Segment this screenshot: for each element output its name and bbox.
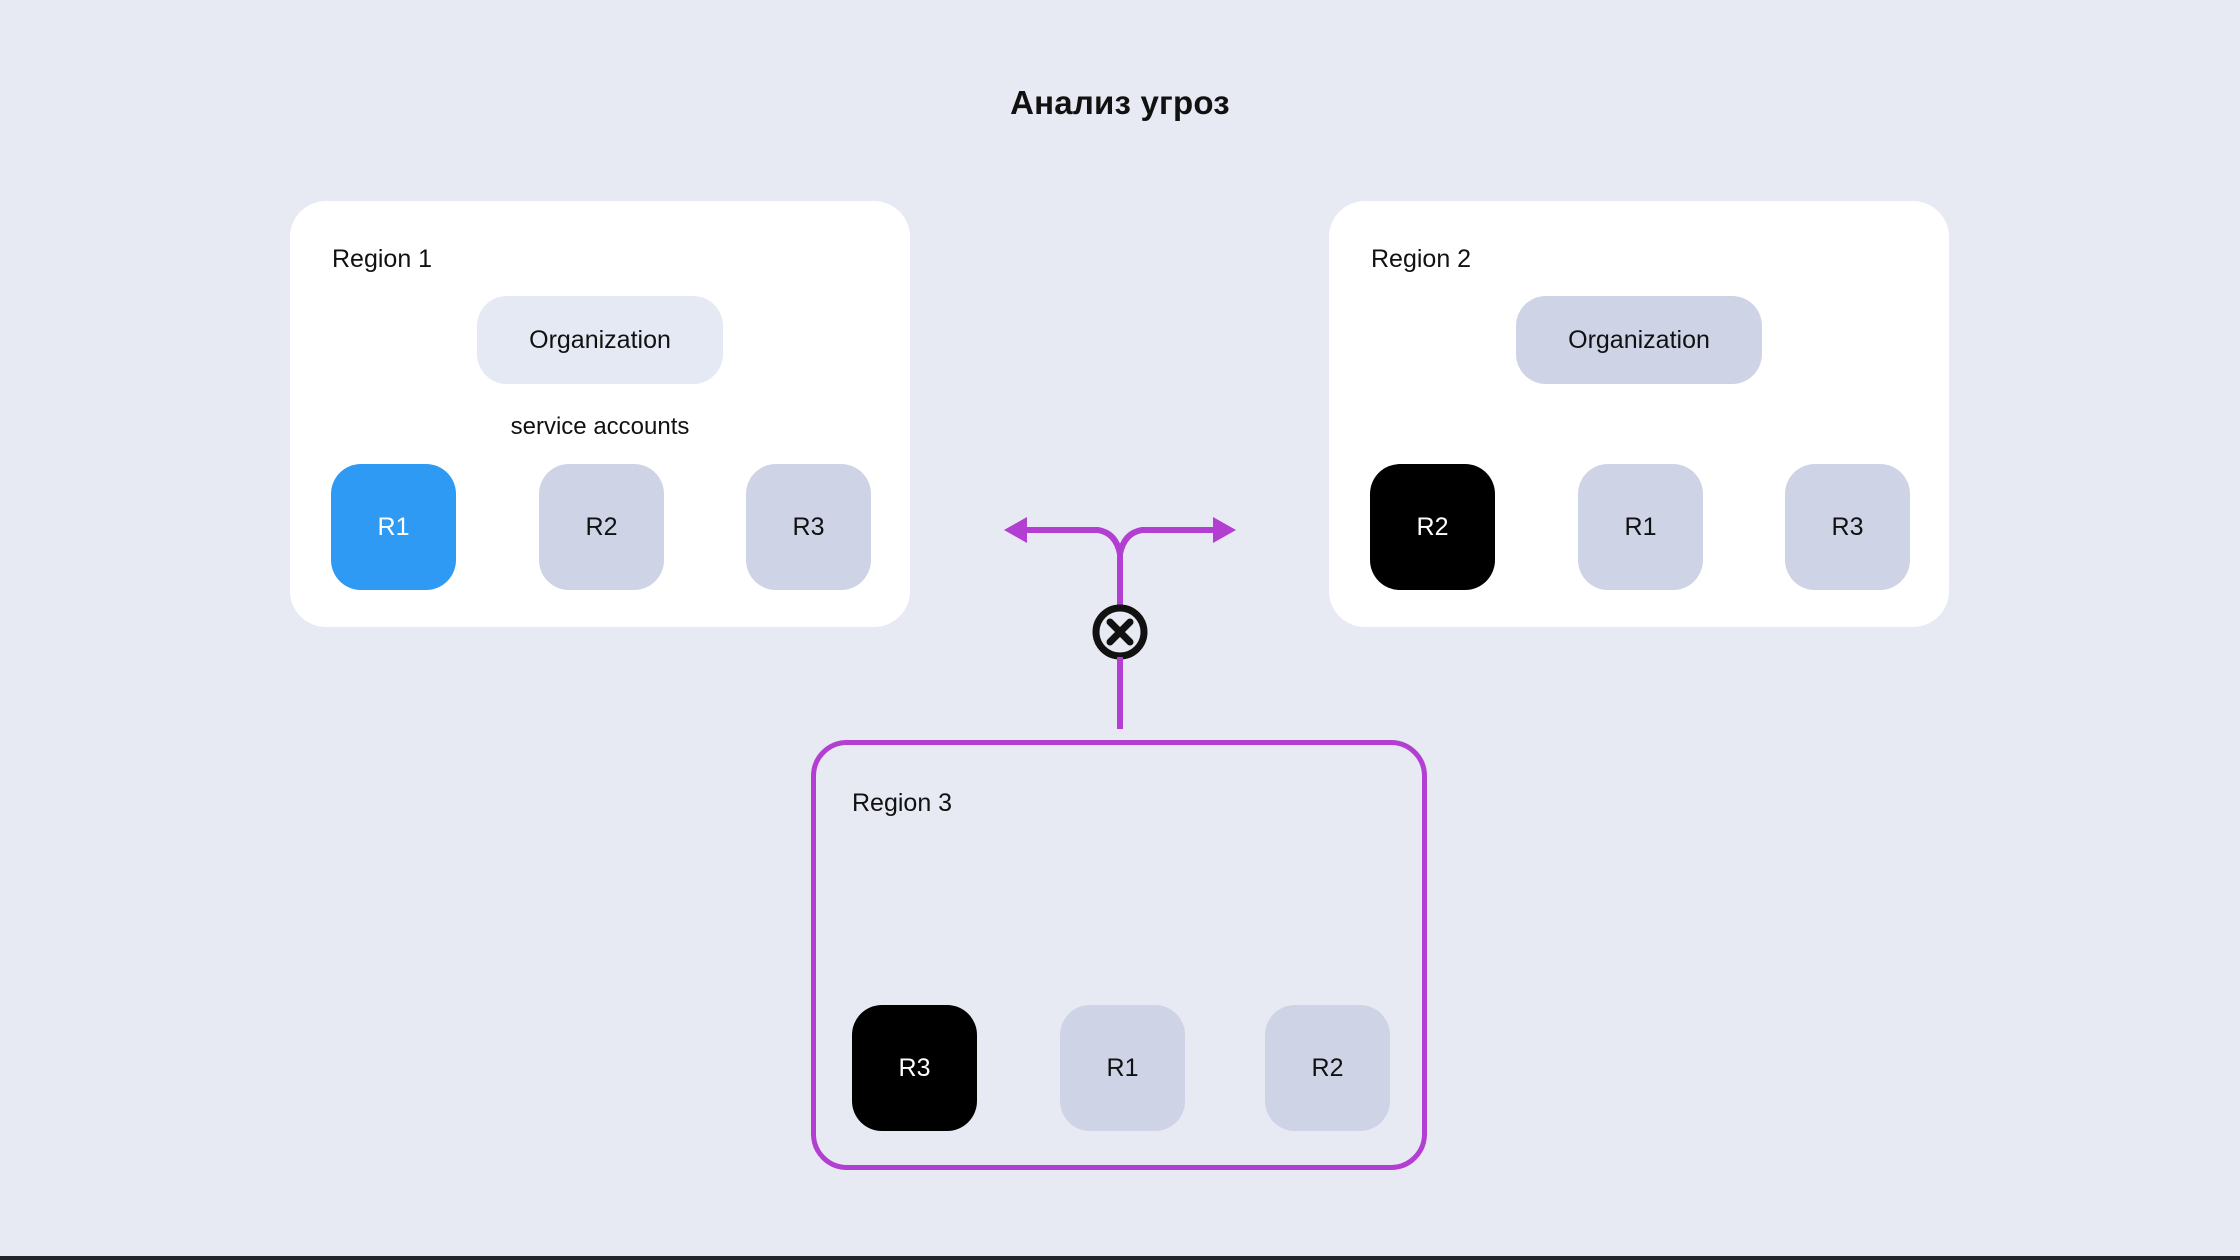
region1-resource-r3: R3 xyxy=(746,464,871,590)
region2-resource-r1: R1 xyxy=(1578,464,1703,590)
region-1-label: Region 1 xyxy=(332,245,433,273)
region2-resource-r3: R3 xyxy=(1785,464,1910,590)
connector-branch xyxy=(1004,517,1236,729)
region-1-card: Region 1 Organization service accounts R… xyxy=(290,201,910,627)
connector-left-branch xyxy=(1022,527,1123,607)
region-2-card: Region 2 Organization R2 R1 R3 xyxy=(1329,201,1949,627)
region3-resource-r3: R3 xyxy=(852,1005,977,1131)
arrow-left-icon xyxy=(1004,517,1027,543)
resource-label: R2 xyxy=(1311,1053,1344,1082)
region-2-organization-box: Organization xyxy=(1516,296,1762,384)
region-3-card: Region 3 R3 R1 R2 xyxy=(811,740,1427,1170)
connector-right-branch xyxy=(1117,527,1218,555)
resource-label: R3 xyxy=(1831,512,1864,541)
region-2-label: Region 2 xyxy=(1371,245,1472,273)
screen-bottom-edge xyxy=(0,1256,2240,1260)
region1-resource-r2: R2 xyxy=(539,464,664,590)
resource-label: R3 xyxy=(898,1053,931,1082)
organization-label: Organization xyxy=(1568,325,1710,354)
region1-resource-r1: R1 xyxy=(331,464,456,590)
region3-resource-r2: R2 xyxy=(1265,1005,1390,1131)
resource-label: R1 xyxy=(1624,512,1657,541)
resource-label: R2 xyxy=(1416,512,1449,541)
arrow-right-icon xyxy=(1213,517,1236,543)
page-title: Анализ угроз xyxy=(1010,84,1230,121)
organization-label: Organization xyxy=(529,325,671,354)
region-3-label: Region 3 xyxy=(852,789,953,817)
region2-resource-r2: R2 xyxy=(1370,464,1495,590)
resource-label: R2 xyxy=(585,512,618,541)
region3-resource-r1: R1 xyxy=(1060,1005,1185,1131)
service-accounts-label: service accounts xyxy=(510,413,690,440)
x-circle-icon xyxy=(1092,604,1148,660)
resource-label: R3 xyxy=(792,512,825,541)
resource-label: R1 xyxy=(1106,1053,1139,1082)
region-1-organization-box: Organization xyxy=(477,296,723,384)
resource-label: R1 xyxy=(377,512,410,541)
